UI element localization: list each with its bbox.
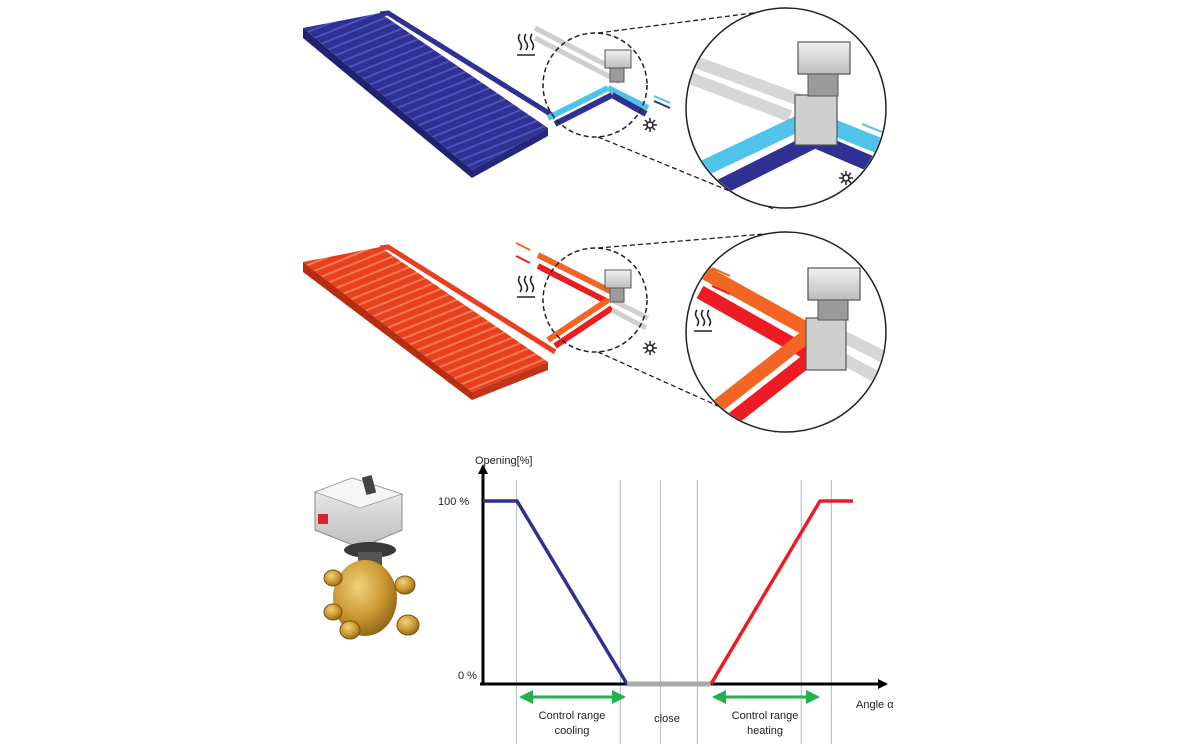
heat-wave-icon <box>517 275 535 298</box>
heat-wave-icon <box>517 33 535 56</box>
x-axis-label: Angle α <box>856 699 894 711</box>
heating-pipes <box>536 252 650 349</box>
cooling-range-label-line2: cooling <box>555 725 590 737</box>
heating-panel <box>303 244 557 400</box>
cooling-flow-in-arrow <box>653 100 671 109</box>
y-tick-0: 0 % <box>458 670 477 682</box>
chart-boundary-lines <box>515 480 833 744</box>
cooling-zoom-out-arrow <box>861 123 883 133</box>
heating-series-line <box>709 499 853 685</box>
cooling-zoom-detail <box>685 7 887 209</box>
heating-zoom-source <box>542 247 648 353</box>
cooling-panel <box>303 10 557 178</box>
heating-zoom-out-arrow <box>711 267 731 277</box>
cooling-zoom-in-arrow <box>841 158 861 167</box>
y-tick-100: 100 % <box>438 496 469 508</box>
heating-zoom-in-arrow <box>711 285 731 295</box>
heating-flow-out-arrow <box>515 242 531 251</box>
heating-diagram <box>303 231 887 433</box>
snowflake-icon <box>839 171 853 185</box>
close-range-label: close <box>654 713 680 725</box>
cooling-pipes <box>533 25 650 127</box>
cooling-diagram <box>303 7 887 211</box>
cooling-range-label-line1: Control range <box>539 710 606 722</box>
heating-valve-small <box>604 269 632 303</box>
heat-wave-icon <box>694 309 712 332</box>
heating-zoom-detail <box>685 231 887 433</box>
snowflake-icon <box>643 341 657 355</box>
opening-chart: Opening[%] Angle α 100 % 0 % Control ran… <box>438 455 894 744</box>
heating-range-label-line2: heating <box>747 725 783 737</box>
cooling-zoom-source <box>542 32 648 138</box>
cooling-valve-small <box>604 49 632 83</box>
cooling-series-line <box>483 499 629 685</box>
valve-actuator-photo <box>313 475 420 640</box>
snowflake-icon <box>643 118 657 132</box>
heating-flow-in-arrow <box>515 255 531 264</box>
heating-range-label-line1: Control range <box>732 710 799 722</box>
cooling-flow-out-arrow <box>653 95 671 104</box>
y-axis-label: Opening[%] <box>475 455 532 467</box>
